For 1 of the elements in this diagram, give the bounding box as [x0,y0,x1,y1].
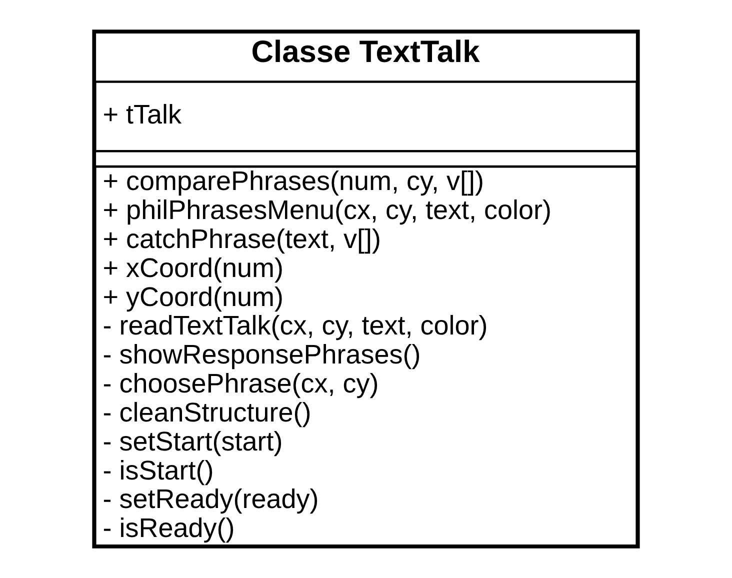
node-box: + tTalk [94,80,638,152]
